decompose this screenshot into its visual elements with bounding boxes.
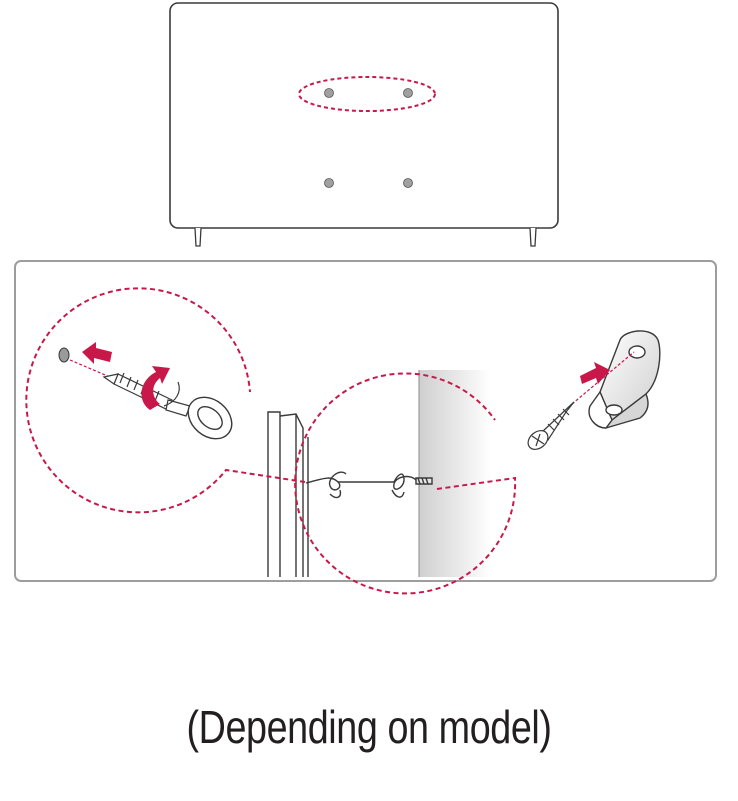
rotate-arrow-icon (141, 366, 170, 410)
tv-hole (58, 347, 70, 363)
zoom-callout-right (294, 372, 517, 595)
cord-knot-icon (305, 471, 433, 499)
wall-bracket-icon (588, 330, 661, 429)
mount-hole (324, 88, 334, 98)
model-note-caption: (Depending on model) (186, 701, 552, 753)
mount-hole (403, 178, 413, 188)
highlight-ellipse (298, 76, 436, 112)
illustration-panel (14, 260, 717, 582)
push-arrow-icon (82, 342, 112, 364)
mount-hole (324, 178, 334, 188)
screw-icon (527, 401, 575, 450)
wall (418, 370, 491, 577)
zoom-callout-left (25, 287, 306, 514)
mount-hole (403, 88, 413, 98)
tv-back-icon (169, 2, 559, 247)
push-arrow-icon (580, 362, 610, 384)
tv-side-profile (267, 411, 309, 577)
rotate-arrow-tail (163, 381, 180, 407)
